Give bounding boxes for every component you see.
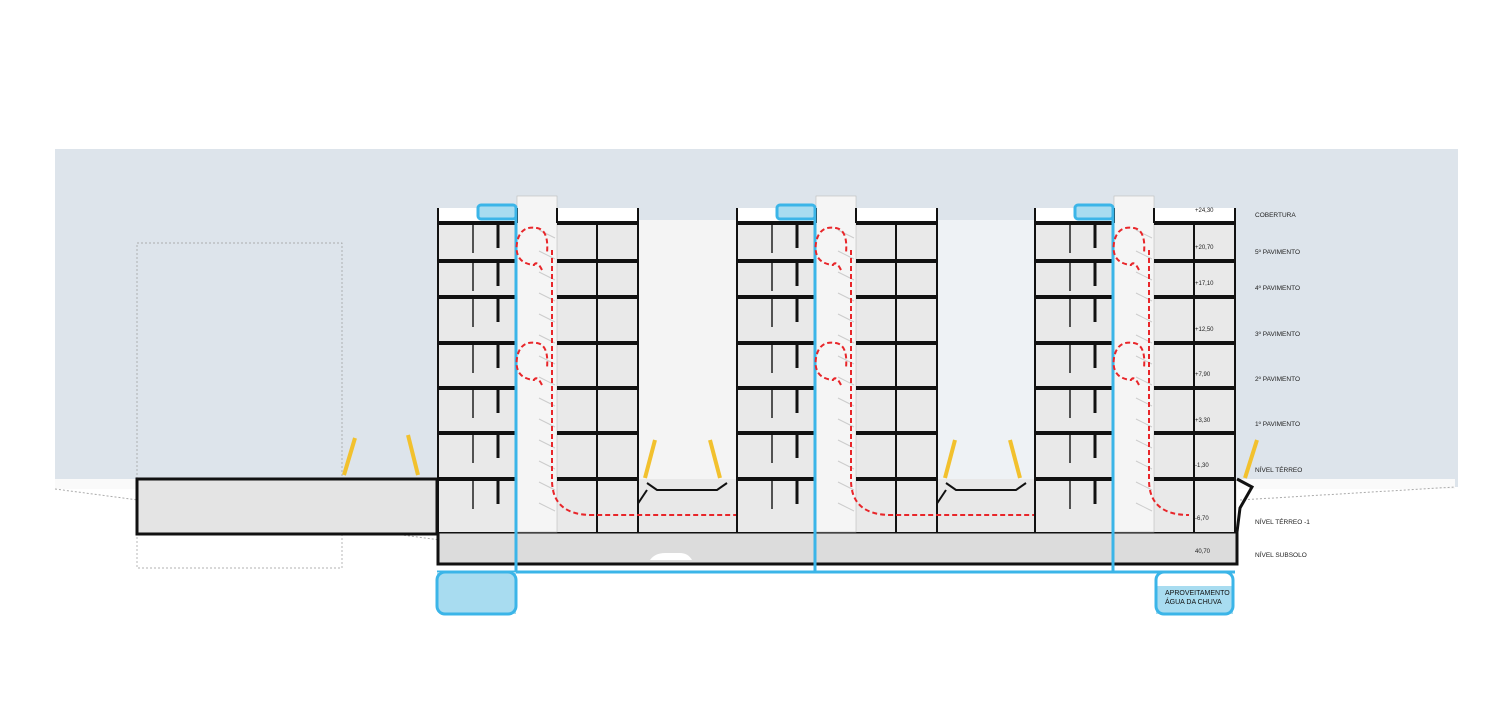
level-elevation: -6,70: [1195, 516, 1209, 522]
level-elevation: +12,50: [1195, 327, 1214, 333]
floor-slab: [438, 386, 517, 390]
airflow-path: [1148, 250, 1190, 516]
roof-water-tank: [1073, 203, 1115, 221]
floor-slab: [1035, 431, 1114, 435]
stair-flight: [1135, 250, 1153, 260]
stair-core: [815, 195, 857, 533]
level-elevation: -1,30: [1195, 463, 1209, 469]
floor-slab: [737, 341, 816, 345]
floor-slab: [1035, 341, 1114, 345]
stair-flight: [538, 376, 556, 386]
level-name: 1º PAVIMENTO: [1255, 421, 1300, 428]
level-name: 4º PAVIMENTO: [1255, 285, 1300, 292]
stair-flight: [1135, 313, 1153, 323]
floor-slab: [737, 221, 816, 225]
stair-flight: [837, 376, 855, 386]
rainwater-label-2: ÁGUA DA CHUVA: [1165, 597, 1222, 606]
floor-slab: [737, 477, 816, 481]
stair-flight: [538, 481, 556, 491]
sunshade-louver: [1243, 439, 1259, 479]
airflow-loop: [1112, 341, 1146, 386]
courtyard: [937, 220, 1035, 479]
airflow-path: [850, 250, 1176, 516]
stair-flight: [837, 250, 855, 260]
stair-flight: [837, 481, 855, 491]
stair-flight: [538, 502, 556, 512]
basement-parking: [436, 530, 1239, 566]
floor-slab: [438, 341, 517, 345]
airflow-loop: [515, 226, 549, 271]
airflow-loop: [515, 341, 549, 386]
level-name: 5º PAVIMENTO: [1255, 249, 1300, 256]
floor-slab: [438, 431, 517, 435]
stair-flight: [837, 229, 855, 239]
sunshade-louver: [342, 437, 357, 476]
floor-slab: [438, 221, 517, 225]
floor-slab: [737, 295, 816, 299]
level-elevation: 40,70: [1195, 549, 1211, 555]
level-name: 2º PAVIMENTO: [1255, 376, 1300, 383]
airflow-loop: [814, 341, 848, 386]
level-name: NÍVEL SUBSOLO: [1255, 550, 1307, 559]
stair-core: [516, 195, 558, 533]
courtyard: [638, 220, 736, 479]
level-elevation: +3,30: [1195, 418, 1211, 424]
stair-flight: [538, 229, 556, 239]
stair-flight: [538, 250, 556, 260]
sunshade-louver: [708, 439, 722, 479]
sunshade-louver: [943, 439, 957, 479]
roof-water-tank: [775, 203, 817, 221]
terrain-line: [54, 486, 1456, 541]
level-elevation: +17,10: [1195, 281, 1214, 287]
stair-flight: [1135, 229, 1153, 239]
stair-flight: [837, 502, 855, 512]
stair-flight: [538, 418, 556, 428]
stair-flight: [1135, 481, 1153, 491]
level-elevation: +7,90: [1195, 372, 1211, 378]
stair-flight: [837, 418, 855, 428]
stair-flight: [1135, 376, 1153, 386]
neighbor-outline: [136, 242, 343, 569]
floor-slab: [737, 431, 816, 435]
buildings: [54, 195, 1456, 616]
floor-slab: [737, 386, 816, 390]
stair-flight: [538, 313, 556, 323]
level-elevation: +24,30: [1195, 208, 1214, 214]
car-icon: [650, 553, 692, 560]
retaining-wall: [1235, 477, 1255, 533]
level-labels: COBERTURA +24,30 5º PAVIMENTO +20,70 4º PAVI…: [1195, 208, 1310, 559]
floor-slab: [438, 295, 517, 299]
sunshade-louver: [406, 434, 420, 476]
level-name: NÍVEL TÉRREO: [1255, 465, 1302, 474]
floor-slab: [438, 477, 517, 481]
floor-slab: [1035, 477, 1114, 481]
airflow-loop: [1112, 226, 1146, 271]
stair-flight: [1135, 418, 1153, 428]
stair-flight: [837, 313, 855, 323]
level-name: COBERTURA: [1255, 212, 1296, 219]
cistern-left: [435, 570, 518, 616]
cistern-water: [1156, 586, 1233, 614]
floor-slab: [1035, 221, 1114, 225]
rainwater-label-1: APROVEITAMENTO: [1165, 590, 1230, 597]
podium-left: [135, 477, 439, 536]
floor-slab: [737, 259, 816, 263]
sunshade-louver: [1008, 439, 1022, 479]
floor-slab: [438, 259, 517, 263]
level-elevation: +20,70: [1195, 245, 1214, 251]
stair-core: [1113, 195, 1155, 533]
level-name: 3º PAVIMENTO: [1255, 331, 1300, 338]
roof-water-tank: [476, 203, 518, 221]
airflow-loop: [814, 226, 848, 271]
sunshade-louver: [643, 439, 657, 479]
stair-flight: [1135, 502, 1153, 512]
floor-slab: [1035, 259, 1114, 263]
floor-slab: [1035, 295, 1114, 299]
level-name: NÍVEL TÉRREO -1: [1255, 517, 1310, 526]
airflow-path: [551, 250, 877, 516]
cistern-water: [437, 572, 516, 614]
cistern-right: [1154, 570, 1235, 616]
floor-slab: [1035, 386, 1114, 390]
